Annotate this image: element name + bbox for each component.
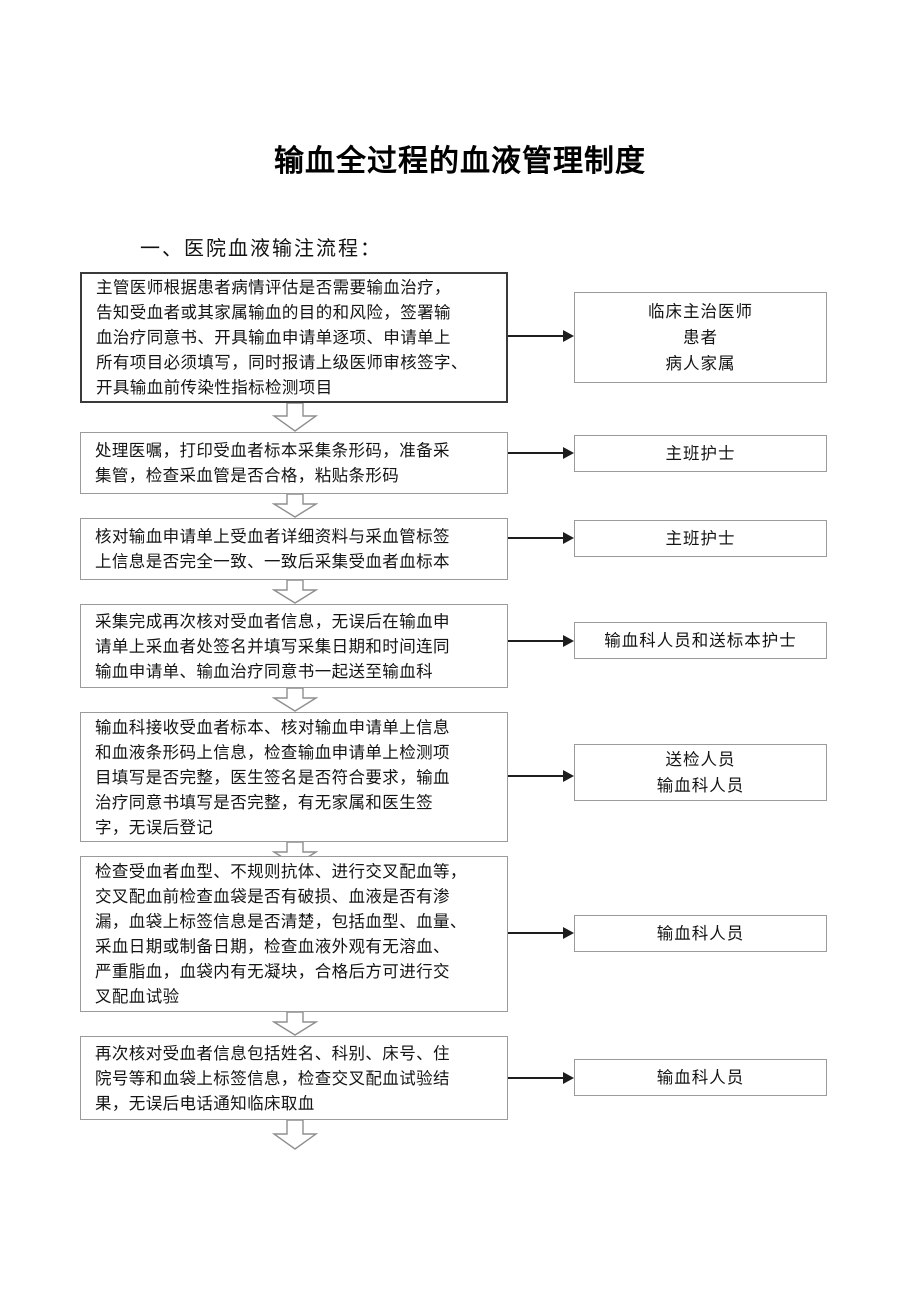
process-box-step-6: 检查受血者血型、不规则抗体、进行交叉配血等， 交叉配血前检查血袋是否有破损、血液…: [80, 856, 508, 1012]
actor-text: 送检人员 输血科人员: [656, 749, 745, 795]
right-arrow-icon-step-7: [508, 1072, 574, 1084]
down-block-arrow-icon-1: [272, 403, 318, 432]
right-arrow-icon-step-6: [508, 927, 574, 939]
down-block-arrow-icon-2: [272, 494, 318, 518]
process-text: 检查受血者血型、不规则抗体、进行交叉配血等， 交叉配血前检查血袋是否有破损、血液…: [95, 862, 467, 1006]
section-heading: 一、医院血液输注流程：: [140, 238, 382, 260]
actor-box-step-3: 主班护士: [574, 520, 827, 557]
down-block-arrow-icon-7: [272, 1120, 318, 1150]
down-block-arrow-icon-6: [272, 1012, 318, 1036]
actor-box-step-7: 输血科人员: [574, 1059, 827, 1096]
process-text: 主管医师根据患者病情评估是否需要输血治疗， 告知受血者或其家属输血的目的和风险，…: [96, 278, 468, 397]
down-block-arrow-icon-4: [272, 688, 318, 712]
down-block-arrow-icon-3: [272, 580, 318, 604]
process-text: 处理医嘱，打印受血者标本采集条形码，准备采 集管，检查采血管是否合格，粘贴条形码: [95, 441, 450, 485]
process-text: 再次核对受血者信息包括姓名、科别、床号、住 院号等和血袋上标签信息，检查交叉配血…: [95, 1043, 450, 1113]
right-arrow-icon-step-3: [508, 532, 574, 544]
actor-box-step-2: 主班护士: [574, 435, 827, 472]
page-title: 输血全过程的血液管理制度: [274, 145, 646, 178]
actor-text: 主班护士: [665, 528, 736, 548]
process-text: 输血科接收受血者标本、核对输血申请单上信息 和血液条形码上信息，检查输血申请单上…: [95, 717, 450, 837]
right-arrow-icon-step-5: [508, 770, 574, 782]
process-box-step-1: 主管医师根据患者病情评估是否需要输血治疗， 告知受血者或其家属输血的目的和风险，…: [80, 272, 508, 403]
right-arrow-icon-step-2: [508, 447, 574, 459]
process-box-step-2: 处理医嘱，打印受血者标本采集条形码，准备采 集管，检查采血管是否合格，粘贴条形码: [80, 432, 508, 494]
right-arrow-icon-step-4: [508, 635, 574, 647]
actor-text: 临床主治医师 患者 病人家属: [648, 301, 753, 373]
right-arrow-icon-step-1: [508, 330, 574, 342]
process-box-step-7: 再次核对受血者信息包括姓名、科别、床号、住 院号等和血袋上标签信息，检查交叉配血…: [80, 1036, 508, 1120]
process-box-step-3: 核对输血申请单上受血者详细资料与采血管标签 上信息是否完全一致、一致后采集受血者…: [80, 518, 508, 580]
actor-box-step-1: 临床主治医师 患者 病人家属: [574, 292, 827, 383]
actor-box-step-5: 送检人员 输血科人员: [574, 744, 827, 801]
actor-text: 输血科人员: [656, 1067, 745, 1087]
actor-text: 输血科人员: [656, 923, 745, 943]
process-box-step-4: 采集完成再次核对受血者信息，无误后在输血申 请单上采血者处签名并填写采集日期和时…: [80, 604, 508, 688]
actor-box-step-4: 输血科人员和送标本护士: [574, 622, 827, 659]
actor-text: 主班护士: [665, 443, 736, 463]
process-text: 采集完成再次核对受血者信息，无误后在输血申 请单上采血者处签名并填写采集日期和时…: [95, 611, 450, 681]
actor-text: 输血科人员和送标本护士: [604, 630, 797, 650]
process-text: 核对输血申请单上受血者详细资料与采血管标签 上信息是否完全一致、一致后采集受血者…: [95, 527, 450, 571]
actor-box-step-6: 输血科人员: [574, 915, 827, 952]
process-box-step-5: 输血科接收受血者标本、核对输血申请单上信息 和血液条形码上信息，检查输血申请单上…: [80, 712, 508, 842]
